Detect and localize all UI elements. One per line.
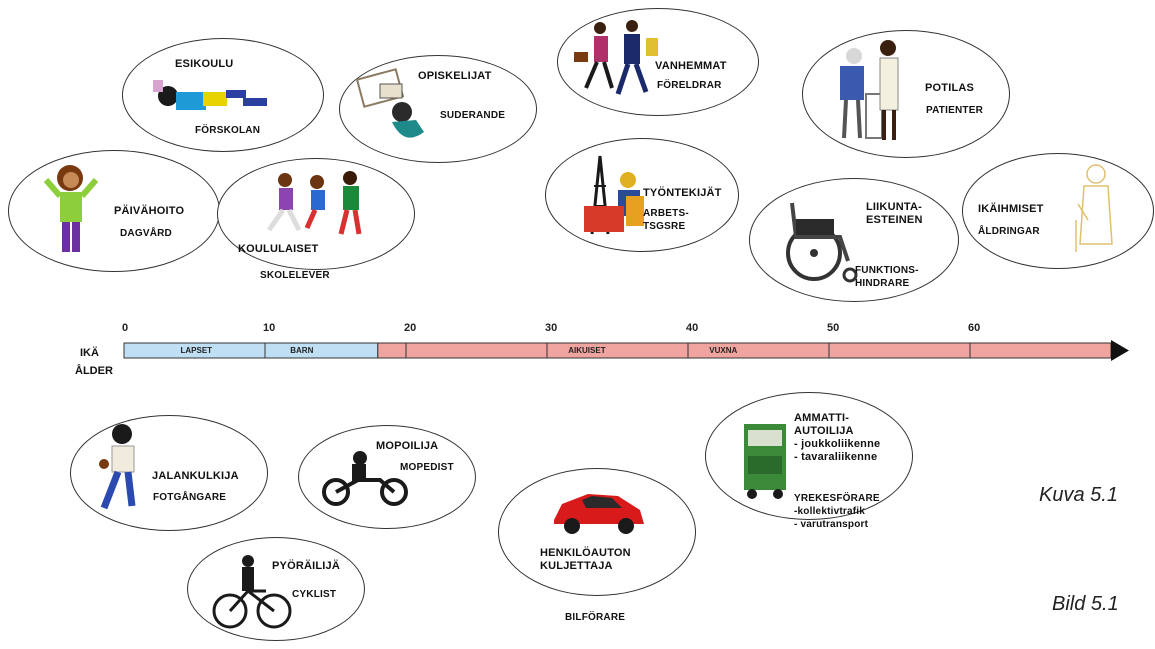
timeline-segment-label: VUXNA <box>709 346 737 355</box>
bubble-cyclist <box>187 537 365 641</box>
wheelchair-icon <box>786 202 858 283</box>
patient-with-nurse-icon <box>840 40 899 140</box>
label-car-driver-sv: BILFÖRARE <box>565 612 626 623</box>
label-elderly-fi: IKÄIHMISET <box>978 203 1044 215</box>
axis-label-fi: IKÄ <box>80 347 99 359</box>
worker-icon <box>584 155 644 235</box>
timeline-tick-label: 40 <box>686 322 698 334</box>
label-daycare-sv: DAGVÅRD <box>120 228 172 239</box>
label-cyclist-fi: PYÖRÄILIJÄ <box>272 560 341 572</box>
moped-rider-icon <box>322 451 408 506</box>
timeline-tick-label: 0 <box>122 322 128 334</box>
label-cyclist-sv: CYKLIST <box>292 589 337 600</box>
label-car-driver-fi: HENKILÖAUTON KULJETTAJA <box>540 547 631 572</box>
bubble-professional-driver <box>705 392 913 520</box>
label-moped-sv: MOPEDIST <box>400 462 454 473</box>
label-pedestrian-fi: JALANKULKIJA <box>152 470 239 482</box>
cyclist-icon <box>212 555 292 629</box>
label-workers-sv: ARBETS- TSGSRE <box>643 208 689 232</box>
label-professional-driver-fi: AMMATTI- AUTOILIJA - joukkoliikenne - ta… <box>794 412 881 463</box>
label-elderly-sv: ÅLDRINGAR <box>978 226 1040 237</box>
parents-running-icon <box>574 20 658 95</box>
elderly-person-icon <box>1075 164 1113 252</box>
label-preschool-sv: FÖRSKOLAN <box>195 125 261 136</box>
label-students-fi: OPISKELIJAT <box>418 70 492 82</box>
preschool-child-icon <box>153 80 267 110</box>
timeline-segment-label: AIKUISET <box>568 346 605 355</box>
label-disabled-sv: FUNKTIONS- HINDRARE <box>855 265 919 289</box>
timeline-adult-segment <box>377 342 1112 359</box>
schoolchildren-icon <box>266 171 362 235</box>
label-disabled-fi: LIIKUNTA- ESTEINEN <box>866 201 923 226</box>
label-students-sv: SUDERANDE <box>440 110 506 121</box>
bubble-students <box>339 55 537 163</box>
bubble-elderly <box>962 153 1154 269</box>
timeline-segment-label: LAPSET <box>181 346 213 355</box>
bubble-pedestrian <box>70 415 268 531</box>
axis-label-sv: ÅLDER <box>75 365 113 377</box>
timeline-tick-label: 60 <box>968 322 980 334</box>
timeline-child-segment <box>123 342 379 359</box>
label-workers-fi: TYÖNTEKIJÄT <box>643 187 722 199</box>
bubble-moped <box>298 425 476 529</box>
label-professional-driver-sv: YREKESFÖRARE -kollektivtrafik - varutran… <box>794 493 880 530</box>
timeline-tick-label: 10 <box>263 322 275 334</box>
timeline-tick-label: 30 <box>545 322 557 334</box>
red-car-icon <box>554 494 644 534</box>
bubble-car-driver <box>498 468 696 596</box>
label-preschool-fi: ESIKOULU <box>175 58 234 70</box>
bubble-parents <box>557 8 759 116</box>
timeline-segment-label: BARN <box>290 346 313 355</box>
pedestrian-icon <box>99 424 136 510</box>
caption-sv: Bild 5.1 <box>1052 593 1119 615</box>
bubble-workers <box>545 138 739 252</box>
timeline-arrowhead <box>1111 340 1129 361</box>
label-schoolchildren-sv: SKOLELEVER <box>260 270 330 281</box>
student-desk-icon <box>355 68 424 138</box>
bus-truck-icon <box>744 424 786 499</box>
child-daycare-figure-icon <box>43 165 99 252</box>
label-parents-fi: VANHEMMAT <box>655 60 727 72</box>
bubble-daycare <box>8 150 220 272</box>
bubble-patients <box>802 30 1010 158</box>
timeline-tick-label: 20 <box>404 322 416 334</box>
label-daycare-fi: PÄIVÄHOITO <box>114 205 185 217</box>
timeline-tick-label: 50 <box>827 322 839 334</box>
label-moped-fi: MOPOILIJA <box>376 440 439 452</box>
caption-fi: Kuva 5.1 <box>1039 484 1118 506</box>
label-parents-sv: FÖRELDRAR <box>657 80 722 91</box>
label-patients-sv: PATIENTER <box>926 105 983 116</box>
label-patients-fi: POTILAS <box>925 82 975 94</box>
label-pedestrian-sv: FOTGÅNGARE <box>153 492 227 503</box>
label-schoolchildren-fi: KOULULAISET <box>238 243 319 255</box>
